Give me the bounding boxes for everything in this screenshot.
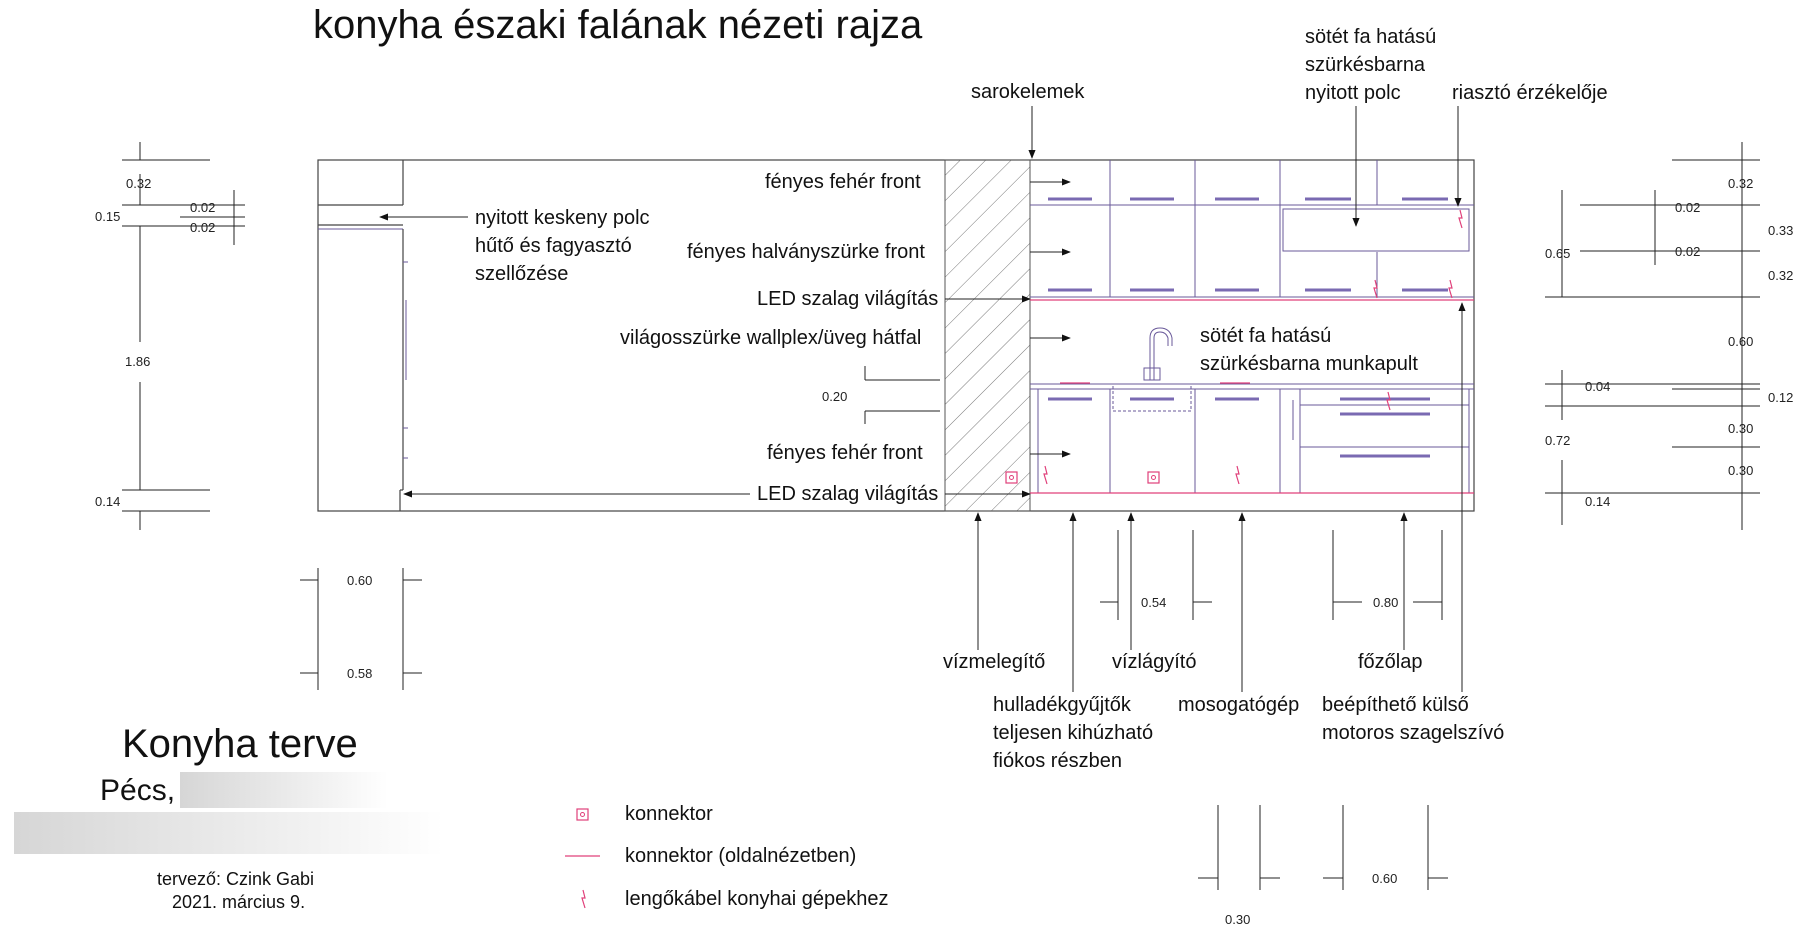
titleblock-designer: tervező: Czink Gabi <box>157 869 314 889</box>
dim-bottom-060: 0.60 <box>1372 871 1397 886</box>
upper-handles <box>1048 197 1448 292</box>
legend-cable: lengőkábel konyhai gépekhez <box>625 888 889 910</box>
connector-icon <box>576 808 589 821</box>
dim-right-004: 0.04 <box>1585 379 1610 394</box>
lower-cabinets <box>1030 382 1474 494</box>
connector-marks <box>1005 209 1463 485</box>
legend-connector: konnektor <box>625 803 713 825</box>
right-dimensions <box>1545 142 1760 530</box>
label-front-white-bottom: fényes fehér front <box>767 442 923 464</box>
cable-icon <box>581 889 586 909</box>
label-front-white-top: fényes fehér front <box>765 171 921 193</box>
lower-handles <box>1048 397 1430 458</box>
dim-right-032b: 0.32 <box>1768 268 1793 283</box>
dim-right-030b: 0.30 <box>1728 463 1753 478</box>
label-narrow-2: hűtő és fagyasztó <box>475 235 632 257</box>
label-waste-1: hulladékgyűjtők <box>993 694 1132 716</box>
label-alarm: riasztó érzékelője <box>1452 82 1608 104</box>
sink-outline <box>1112 383 1192 412</box>
dim-bottom-030: 0.30 <box>1225 912 1250 927</box>
dim-right-014: 0.14 <box>1585 494 1610 509</box>
redacted-block <box>14 812 444 854</box>
upper-cabinets <box>1030 160 1474 301</box>
dim-width-060: 0.60 <box>347 573 372 588</box>
dim-left-032: 0.32 <box>126 176 151 191</box>
label-led-top: LED szalag világítás <box>757 288 938 310</box>
left-dimensions <box>122 142 940 530</box>
width-dimensions <box>300 530 1443 690</box>
label-waste-3: fiókos részben <box>993 750 1122 772</box>
label-counter-2: szürkésbarna munkapult <box>1200 353 1418 375</box>
label-led-bottom: LED szalag világítás <box>757 483 938 505</box>
dim-right-033: 0.33 <box>1768 223 1793 238</box>
drawing-title: konyha északi falának nézeti rajza <box>313 3 923 47</box>
dim-right-002b: 0.02 <box>1675 244 1700 259</box>
titleblock-date: 2021. március 9. <box>172 892 305 912</box>
dim-right-060: 0.60 <box>1728 334 1753 349</box>
dim-left-015: 0.15 <box>95 209 120 224</box>
label-wallplex: világosszürke wallplex/üveg hátfal <box>620 327 921 349</box>
dim-width-080: 0.80 <box>1373 595 1398 610</box>
label-hood-1: beépíthető külső <box>1322 694 1469 716</box>
label-shelf-1: sötét fa hatású <box>1305 26 1436 48</box>
dim-left-002b: 0.02 <box>190 220 215 235</box>
dim-left-002a: 0.02 <box>190 200 215 215</box>
titleblock-city: Pécs, <box>100 774 175 807</box>
dim-right-032a: 0.32 <box>1728 176 1753 191</box>
faucet-icon <box>1143 327 1173 381</box>
label-sarokelemek: sarokelemek <box>971 81 1085 103</box>
label-dishwasher: mosogatógép <box>1178 694 1299 716</box>
label-front-grey: fényes halványszürke front <box>687 241 925 263</box>
bottom-right-dimensions <box>1198 805 1448 890</box>
label-hood-2: motoros szagelszívó <box>1322 722 1504 744</box>
label-waste-2: teljesen kihúzható <box>993 722 1153 744</box>
dim-width-054: 0.54 <box>1141 595 1166 610</box>
label-softener: vízlágyító <box>1112 651 1196 673</box>
legend: konnektor konnektor (oldalnézetben) leng… <box>565 803 889 910</box>
dim-right-030a: 0.30 <box>1728 421 1753 436</box>
label-counter-1: sötét fa hatású <box>1200 325 1331 347</box>
label-narrow-3: szellőzése <box>475 263 568 285</box>
label-shelf-2: szürkésbarna <box>1305 54 1426 76</box>
label-narrow-1: nyitott keskeny polc <box>475 207 650 229</box>
redacted-block <box>180 772 388 808</box>
dim-left-020: 0.20 <box>822 389 847 404</box>
dim-right-012: 0.12 <box>1768 390 1793 405</box>
wall-outline <box>317 159 1475 512</box>
dim-right-002a: 0.02 <box>1675 200 1700 215</box>
label-hob: főzőlap <box>1358 651 1423 673</box>
dim-width-058: 0.58 <box>347 666 372 681</box>
corner-hatch <box>944 159 1031 512</box>
label-boiler: vízmelegítő <box>943 651 1045 673</box>
dim-left-014: 0.14 <box>95 494 120 509</box>
legend-connector-side: konnektor (oldalnézetben) <box>625 845 856 867</box>
dim-left-186: 1.86 <box>125 354 150 369</box>
label-shelf-3: nyitott polc <box>1305 82 1401 104</box>
titleblock-title: Konyha terve <box>122 722 358 766</box>
dim-right-065: 0.65 <box>1545 246 1570 261</box>
dim-right-072: 0.72 <box>1545 433 1570 448</box>
